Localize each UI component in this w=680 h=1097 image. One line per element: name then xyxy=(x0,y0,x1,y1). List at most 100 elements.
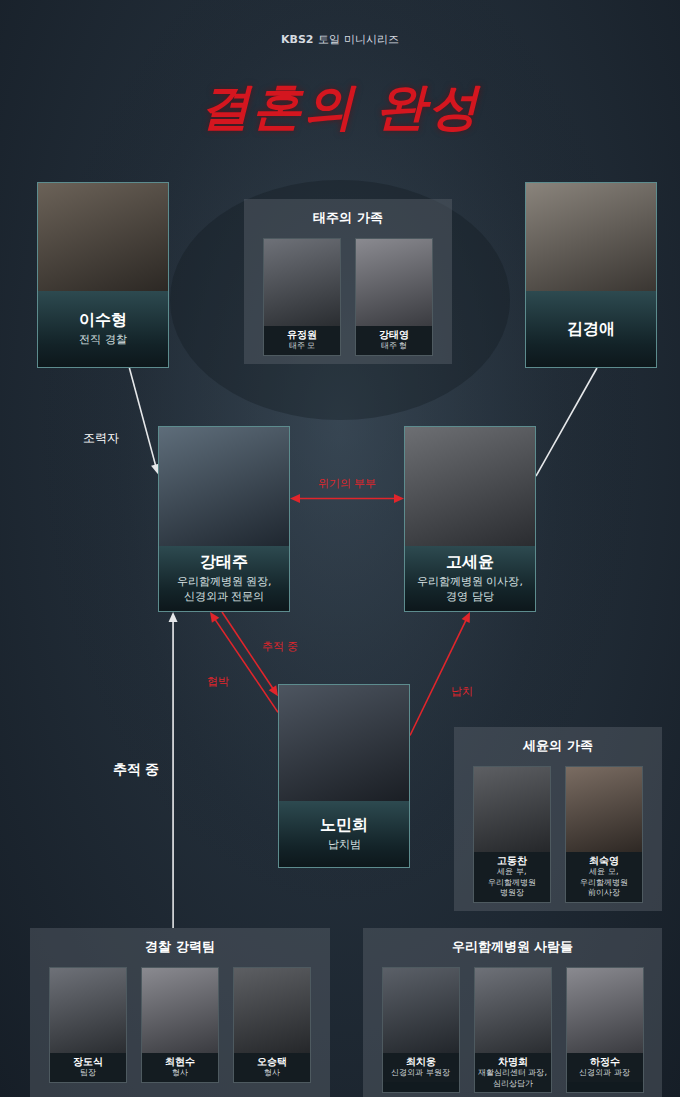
arrowhead xyxy=(290,494,300,503)
arrowhead xyxy=(462,612,470,623)
member-name-box: 장도식팀장 xyxy=(50,1053,126,1082)
member-photo xyxy=(474,767,550,852)
group-panel: 태주의 가족유정원태주 모 강태영태주 형 xyxy=(244,199,452,364)
member-name-box: 하정수신경외과 과장 xyxy=(567,1053,643,1082)
group-panel: 우리함께병원 사람들최치웅신경외과 부원장 차명희재활심리센터 과장, 심리상담가… xyxy=(363,928,662,1097)
member-name: 오승택 xyxy=(236,1056,308,1068)
member-card: 하정수신경외과 과장 xyxy=(566,967,644,1093)
relation-label: 추적 중 xyxy=(262,639,299,654)
member-role: 팀장 xyxy=(52,1068,124,1078)
member-name: 강태영 xyxy=(358,329,430,341)
card-row: 최치웅신경외과 부원장 차명희재활심리센터 과장, 심리상담가 하정수신경외과 과장 xyxy=(363,967,662,1093)
arrowhead xyxy=(210,612,219,623)
card-row: 장도식팀장최현수형사오승택형사 xyxy=(30,967,330,1083)
character-card: 강태주우리함께병원 원장, 신경외과 전문의 xyxy=(158,426,290,612)
relation-connector xyxy=(536,368,597,476)
relation-connector xyxy=(210,612,278,712)
connector-line xyxy=(536,368,597,476)
name-bar: 이수형전직 경찰 xyxy=(38,291,168,367)
name-bar: 노민희납치범 xyxy=(279,801,409,867)
member-photo xyxy=(50,968,126,1053)
arrowhead xyxy=(169,612,178,622)
member-name: 장도식 xyxy=(52,1056,124,1068)
member-name: 유정원 xyxy=(266,329,338,341)
relation-label: 추적 중 xyxy=(113,761,160,779)
channel-line: KBS2 토일 미니시리즈 xyxy=(0,28,680,47)
member-name-box: 차명희재활심리센터 과장, 심리상담가 xyxy=(475,1053,551,1092)
member-name-box: 유정원태주 모 xyxy=(264,326,340,355)
relation-connector xyxy=(129,368,159,474)
member-name-box: 최현수형사 xyxy=(142,1053,218,1082)
member-card: 최치웅신경외과 부원장 xyxy=(382,967,460,1093)
member-name-box: 오승택형사 xyxy=(234,1053,310,1082)
member-name-box: 강태영태주 형 xyxy=(356,326,432,355)
character-photo xyxy=(38,183,168,291)
member-photo xyxy=(475,968,551,1053)
card-row: 유정원태주 모 강태영태주 형 xyxy=(244,238,452,356)
name-bar: 고세윤우리함께병원 이사장, 경영 담당 xyxy=(405,546,535,611)
member-card: 최현수형사 xyxy=(141,967,219,1083)
drama-title: 결혼의 완성 xyxy=(0,74,680,141)
member-name: 최치웅 xyxy=(385,1056,457,1068)
character-card: 노민희납치범 xyxy=(278,684,410,868)
member-name: 최숙영 xyxy=(568,855,640,867)
member-photo xyxy=(567,968,643,1053)
arrowhead xyxy=(394,494,404,503)
character-photo xyxy=(405,427,535,546)
relation-label: 위기의 부부 xyxy=(318,476,377,491)
member-role: 태주 모 xyxy=(266,341,338,351)
member-role: 세윤 모, 우리함께병원 前이사장 xyxy=(568,867,640,898)
character-card: 김경애 xyxy=(525,182,657,368)
group-heading: 세윤의 가족 xyxy=(454,733,662,759)
name-bar: 김경애 xyxy=(526,291,656,367)
member-photo xyxy=(383,968,459,1053)
character-card: 이수형전직 경찰 xyxy=(37,182,169,368)
member-card: 장도식팀장 xyxy=(49,967,127,1083)
group-panel: 경찰 강력팀장도식팀장최현수형사오승택형사 xyxy=(30,928,330,1097)
connector-line xyxy=(298,498,396,500)
member-name-box: 최치웅신경외과 부원장 xyxy=(383,1053,459,1082)
arrowhead xyxy=(269,685,278,696)
group-heading: 우리함께병원 사람들 xyxy=(363,934,662,960)
member-photo xyxy=(142,968,218,1053)
member-card: 최숙영세윤 모, 우리함께병원 前이사장 xyxy=(565,766,643,903)
member-card: 차명희재활심리센터 과장, 심리상담가 xyxy=(474,967,552,1093)
relation-connector xyxy=(290,494,404,503)
character-name: 강태주 xyxy=(200,552,248,572)
character-role: 우리함께병원 원장, 신경외과 전문의 xyxy=(163,575,285,605)
member-card: 유정원태주 모 xyxy=(263,238,341,356)
member-name: 최현수 xyxy=(144,1056,216,1068)
member-card: 강태영태주 형 xyxy=(355,238,433,356)
character-photo xyxy=(526,183,656,291)
member-photo xyxy=(264,239,340,326)
member-role: 신경외과 부원장 xyxy=(385,1068,457,1078)
member-role: 형사 xyxy=(236,1068,308,1078)
relation-label: 조력자 xyxy=(83,430,119,447)
connector-line xyxy=(129,368,156,467)
member-photo xyxy=(234,968,310,1053)
member-name: 하정수 xyxy=(569,1056,641,1068)
character-card: 고세윤우리함께병원 이사장, 경영 담당 xyxy=(404,426,536,612)
group-panel: 세윤의 가족고동찬세윤 부, 우리함께병원 병원장최숙영세윤 모, 우리함께병원… xyxy=(454,727,662,911)
channel-logo: KBS2 xyxy=(281,33,313,46)
member-role: 재활심리센터 과장, 심리상담가 xyxy=(477,1068,549,1089)
character-role: 납치범 xyxy=(328,838,361,853)
member-role: 형사 xyxy=(144,1068,216,1078)
member-role: 신경외과 과장 xyxy=(569,1068,641,1078)
member-photo xyxy=(356,239,432,326)
member-role: 세윤 부, 우리함께병원 병원장 xyxy=(476,867,548,898)
member-photo xyxy=(566,767,642,852)
connector-line xyxy=(214,619,278,713)
character-role: 전직 경찰 xyxy=(79,333,127,348)
group-heading: 경찰 강력팀 xyxy=(30,934,330,960)
program-slot: 토일 미니시리즈 xyxy=(318,33,399,46)
member-name: 차명희 xyxy=(477,1056,549,1068)
character-name: 이수형 xyxy=(79,310,127,330)
relation-label: 납치 xyxy=(451,684,473,699)
member-card: 오승택형사 xyxy=(233,967,311,1083)
group-heading: 태주의 가족 xyxy=(244,205,452,231)
character-role: 우리함께병원 이사장, 경영 담당 xyxy=(409,575,531,605)
connector-line xyxy=(410,619,467,735)
character-name: 노민희 xyxy=(320,815,368,835)
